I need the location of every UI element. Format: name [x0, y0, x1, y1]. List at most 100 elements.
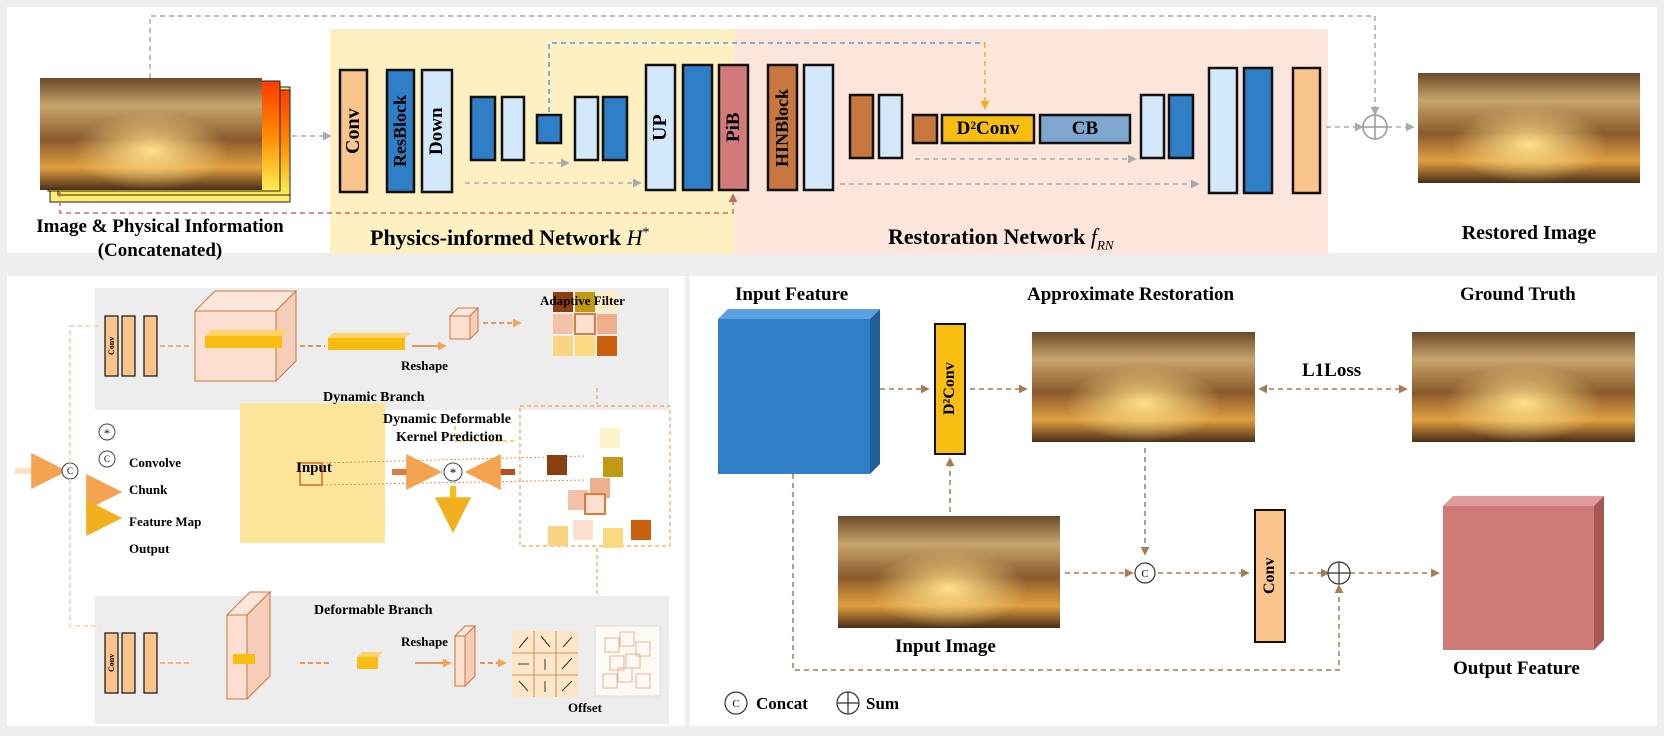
rn-brown-2	[911, 113, 939, 145]
def-conv-a	[104, 632, 119, 694]
output-feature-cube	[1443, 496, 1604, 650]
d2conv-label: D²Conv	[956, 118, 1020, 139]
global-skip	[149, 15, 1380, 116]
bottleneck	[535, 113, 563, 145]
svg-text:*: *	[104, 426, 110, 440]
d2conv-block-br	[934, 323, 966, 455]
legend-sum-icon	[836, 691, 860, 715]
l1loss-label: L1Loss	[1302, 360, 1362, 381]
rn-title-text: Restoration Network	[888, 224, 1091, 249]
legend-convolve-label: Convolve	[129, 455, 181, 470]
dyn-conv-c	[143, 315, 158, 377]
def-small-bar	[357, 652, 383, 669]
red-skip	[59, 192, 738, 214]
rn-title-sub: RN	[1096, 237, 1114, 253]
final-conv-block	[1291, 66, 1322, 195]
def-conv-c	[143, 632, 158, 694]
top-diagram	[40, 15, 1640, 254]
legend-concat-icon: C	[724, 691, 748, 715]
pib-block	[717, 63, 750, 192]
blue-skip	[548, 42, 985, 112]
legend-concat-label: Concat	[756, 694, 808, 713]
input-caption-1: Image & Physical Information	[36, 216, 284, 237]
input-feature-label: Input Feature	[735, 284, 849, 305]
convolve-icon-flow: *	[443, 462, 463, 482]
svg-text:C: C	[1141, 568, 1148, 580]
sum-icon	[1362, 114, 1388, 140]
pin-title-sup: *	[642, 225, 650, 241]
hinblock-block	[766, 63, 799, 192]
up-label: UP	[649, 114, 671, 141]
sum-icon-br	[1327, 561, 1351, 585]
pin-title: Physics-informed Network H*	[370, 225, 650, 251]
pin-title-symbol: H	[626, 225, 643, 250]
dyn-feature-cube	[193, 289, 298, 383]
legend-chunk-label: Chunk	[129, 482, 168, 497]
kernel-samples	[547, 428, 651, 548]
concat-icon: C	[1134, 562, 1156, 584]
svg-text:C: C	[67, 466, 73, 476]
conv-block-br	[1254, 509, 1286, 643]
bottom-left-diagram: C * * C	[15, 288, 671, 724]
legend-sum-label: Sum	[866, 694, 900, 713]
dyn-conv-b	[121, 315, 136, 377]
conv-label-br: Conv	[1261, 557, 1278, 595]
rn-light-1	[877, 93, 904, 160]
rn-light-2	[1139, 93, 1166, 160]
approx-restoration-label: Approximate Restoration	[1027, 284, 1235, 305]
adaptive-filter-grid	[553, 292, 617, 356]
legend-feature-map-label: Feature Map	[129, 514, 202, 529]
adaptive-filter-label: Adaptive Filter	[540, 293, 625, 308]
dec-light-1	[573, 95, 600, 162]
input-image-stack	[40, 78, 291, 203]
reshape-bottom-label: Reshape	[401, 634, 448, 649]
conv-block	[338, 68, 369, 194]
dyn-conv-label: Conv	[107, 336, 116, 356]
def-reshape-slab	[453, 624, 477, 688]
enc-light-1	[500, 95, 526, 162]
restored-image	[1418, 73, 1640, 183]
cb-block	[1038, 113, 1132, 145]
output-feature-label: Output Feature	[1453, 658, 1580, 679]
def-conv-label: Conv	[107, 653, 116, 673]
rn-dark-2	[1167, 93, 1195, 160]
def-feature-slab	[225, 590, 272, 701]
ground-truth-image	[1412, 332, 1635, 442]
def-conv-b	[121, 632, 136, 694]
resblock-label: ResBlock	[390, 95, 410, 167]
svg-text:C: C	[104, 454, 110, 464]
approx-restoration-image	[1032, 332, 1255, 442]
deformable-branch-label: Deformable Branch	[314, 603, 433, 618]
ddkp-label-1: Dynamic Deformable	[383, 412, 511, 427]
enc-dark-1	[469, 95, 497, 162]
legend-output-label: Output	[129, 541, 170, 556]
rn-title: Restoration Network fRN	[888, 224, 1114, 253]
dyn-flat-bar	[328, 333, 410, 350]
input-label: Input	[296, 460, 332, 476]
bottom-right-diagram: C C	[718, 309, 1635, 715]
input-caption-2: (Concatenated)	[97, 240, 223, 261]
hin-light-block	[802, 63, 835, 192]
input-square	[240, 403, 385, 543]
down-block	[420, 68, 454, 194]
dyn-conv-a	[104, 315, 119, 377]
rn-light-3	[1207, 66, 1239, 195]
conv-label: Conv	[342, 108, 364, 154]
ddkp-box	[519, 405, 671, 547]
rn-title-symbol: f	[1090, 224, 1097, 249]
hinblock-label: HINBlock	[772, 88, 792, 167]
input-image	[838, 516, 1060, 628]
reshape-top-label: Reshape	[401, 358, 448, 373]
ground-truth-label: Ground Truth	[1460, 284, 1576, 305]
d2conv-block	[940, 113, 1036, 145]
pin-title-text: Physics-informed Network	[370, 225, 627, 250]
chunk-icon: C	[61, 462, 79, 480]
up-block	[644, 63, 677, 192]
svg-text:C: C	[732, 698, 739, 710]
cb-label: CB	[1071, 118, 1099, 139]
legend-convolve-icon: *	[98, 423, 116, 441]
dec-dark-1	[601, 95, 629, 162]
down-label: Down	[426, 107, 447, 155]
rn-brown-1	[848, 93, 875, 160]
dynamic-branch-label: Dynamic Branch	[323, 390, 425, 405]
